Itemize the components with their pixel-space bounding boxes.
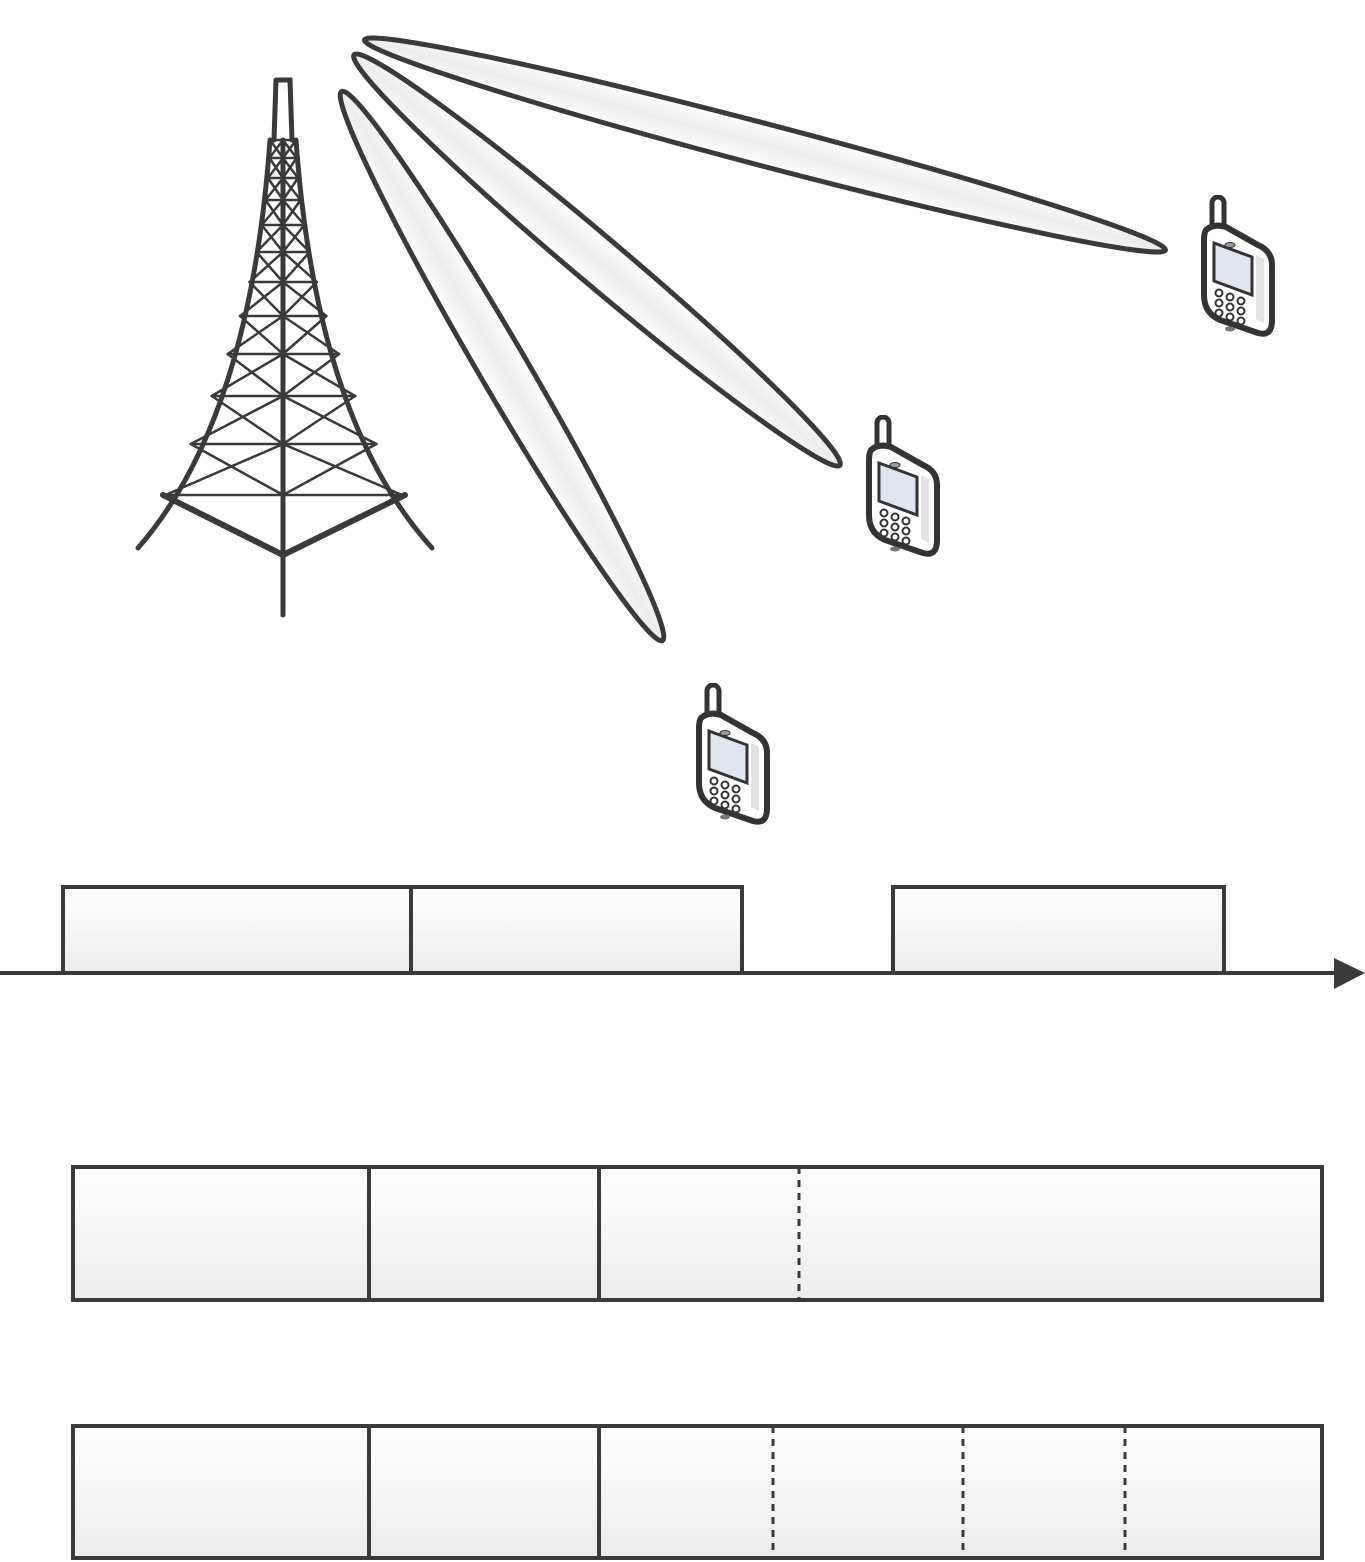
tower-brace <box>164 442 285 497</box>
timeline <box>0 885 1365 989</box>
tower-brace <box>226 314 285 356</box>
beam-3 <box>337 88 667 644</box>
tower-brace <box>281 223 311 254</box>
tower-brace <box>255 250 285 284</box>
tower-brace <box>210 352 285 398</box>
beam-2 <box>351 51 843 469</box>
tower-brace <box>238 314 285 356</box>
tower-brace <box>266 156 285 180</box>
tower-brace <box>281 176 302 202</box>
tower-brace <box>281 314 328 356</box>
tower-brace <box>281 198 302 227</box>
tower-brace <box>248 280 285 318</box>
time-axis-arrow-icon <box>1334 958 1365 989</box>
timeline-block-2 <box>409 885 744 975</box>
tower-brace <box>264 198 285 227</box>
frame-row-1 <box>71 1165 1324 1302</box>
tower-brace <box>189 442 285 497</box>
tower-brace <box>255 223 285 254</box>
mobile-phone-icon <box>869 417 937 554</box>
tower-brace <box>281 280 328 318</box>
tower-brace <box>238 280 285 318</box>
tower-brace <box>189 394 285 446</box>
tower-brace <box>264 176 285 202</box>
tower-brace <box>268 138 285 160</box>
tower-brace <box>281 352 357 398</box>
mobile-phone-icon <box>699 685 767 822</box>
tower-brace <box>281 250 318 284</box>
tower-brace <box>281 156 300 180</box>
beam-1 <box>362 35 1168 255</box>
tower-brace <box>281 198 306 227</box>
timeline-block-1 <box>61 885 413 975</box>
mobile-phone-icon <box>1204 197 1272 334</box>
tower-brace <box>281 223 306 254</box>
frame-row-2 <box>71 1424 1324 1560</box>
tower-brace <box>248 250 285 284</box>
tower-brace <box>281 138 298 160</box>
tower-brace <box>210 394 285 446</box>
tower-brace <box>281 442 378 497</box>
tower-brace <box>281 394 357 446</box>
tower-brace <box>226 352 285 398</box>
tower-brace <box>281 352 341 398</box>
tower-brace <box>260 223 285 254</box>
cell-tower-icon <box>135 77 435 618</box>
tower-brace <box>281 314 341 356</box>
tower-brace <box>281 394 378 446</box>
tower-brace <box>281 250 311 284</box>
tower-brace <box>281 442 404 497</box>
tower-brace <box>260 198 285 227</box>
tower-brace <box>281 280 318 318</box>
timeline-block-3 <box>891 885 1226 975</box>
